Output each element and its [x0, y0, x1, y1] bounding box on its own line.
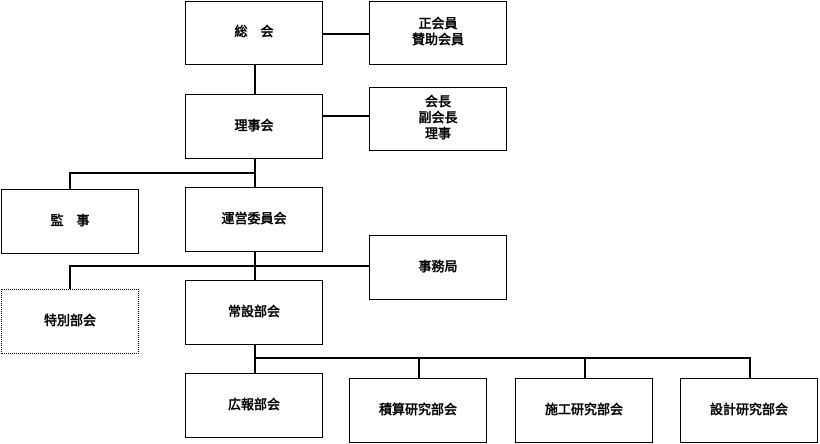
officers-box: 会長 副会長 理事 — [369, 87, 507, 151]
connector-design-drop — [749, 357, 751, 379]
standing-committee-box: 常設部会 — [185, 280, 323, 345]
construction-committee-label: 施工研究部会 — [544, 402, 623, 418]
connector-estimation-drop — [418, 357, 420, 379]
steering-committee-box: 運営委員会 — [185, 187, 323, 252]
connector-special-secretariat-branch — [69, 265, 371, 267]
estimation-committee-label: 積算研究部会 — [378, 402, 457, 418]
special-committee-label: 特別部会 — [43, 313, 96, 329]
design-committee-box: 設計研究部会 — [680, 378, 818, 443]
general-assembly-box: 総 会 — [185, 1, 323, 65]
auditor-label: 監 事 — [50, 213, 90, 229]
connector-construction-drop — [584, 357, 586, 379]
members-box: 正会員 賛助会員 — [369, 1, 507, 65]
steering-committee-label: 運営委員会 — [221, 211, 287, 227]
pr-committee-label: 広報部会 — [227, 397, 280, 413]
members-label: 正会員 賛助会員 — [411, 17, 464, 48]
connector-auditor-drop — [69, 172, 71, 189]
standing-committee-label: 常設部会 — [227, 304, 280, 320]
board-box: 理事会 — [185, 94, 323, 159]
general-assembly-label: 総 会 — [234, 25, 274, 40]
estimation-committee-box: 積算研究部会 — [349, 378, 487, 443]
board-label: 理事会 — [234, 118, 274, 134]
secretariat-box: 事務局 — [369, 235, 507, 300]
connector-auditor-branch — [69, 172, 255, 174]
connector-assembly-board — [254, 64, 256, 94]
connector-special-drop — [69, 265, 71, 289]
auditor-box: 監 事 — [1, 189, 139, 254]
secretariat-label: 事務局 — [418, 259, 458, 275]
special-committee-box: 特別部会 — [1, 289, 139, 354]
connector-board-officers — [322, 115, 370, 117]
officers-label: 会長 副会長 理事 — [418, 95, 458, 142]
connector-standing-subcommittees — [254, 344, 256, 374]
connector-assembly-members — [322, 33, 370, 35]
pr-committee-box: 広報部会 — [185, 373, 323, 438]
design-committee-label: 設計研究部会 — [709, 402, 788, 418]
construction-committee-box: 施工研究部会 — [515, 378, 653, 443]
connector-subcommittee-bus — [254, 357, 750, 359]
